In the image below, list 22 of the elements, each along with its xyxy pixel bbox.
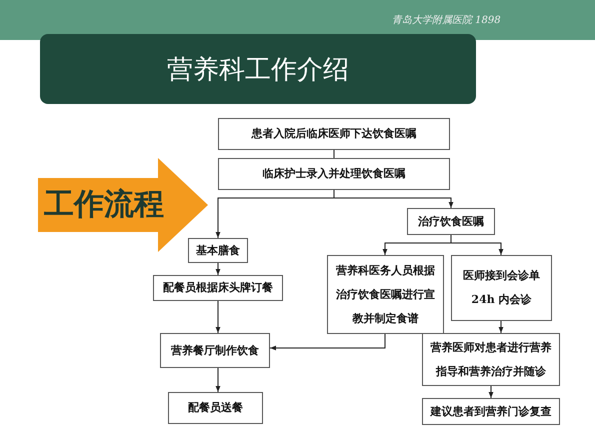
process-box: 治疗饮食医嘱 xyxy=(407,208,495,235)
process-box: 建议患者到营养门诊复查 xyxy=(422,398,560,425)
hospital-name: 青岛大学附属医院 1898 xyxy=(392,14,501,27)
process-box: 营养医师对患者进行营养指导和营养治疗并随诊 xyxy=(422,333,560,386)
arrow xyxy=(216,262,220,276)
arrow-label: 工作流程 xyxy=(44,186,164,224)
process-box: 配餐员送餐 xyxy=(168,392,263,424)
arrow xyxy=(216,368,220,392)
arrow xyxy=(488,386,494,398)
process-box: 医师接到会诊单 24h 内会诊 xyxy=(451,255,552,321)
arrow xyxy=(270,334,386,350)
title-banner: 营养科工作介绍 xyxy=(40,34,476,104)
process-box: 临床护士录入并处理饮食医嘱 xyxy=(218,158,450,190)
process-box: 基本膳食 xyxy=(188,238,248,263)
process-box: 患者入院后临床医师下达饮食医嘱 xyxy=(218,118,450,150)
arrow xyxy=(334,190,454,208)
arrow xyxy=(450,234,504,256)
arrow xyxy=(498,320,504,334)
process-box: 营养科医务人员根据治疗饮食医嘱进行宣教并制定食谱 xyxy=(327,255,444,334)
arrow xyxy=(216,300,220,334)
process-box: 营养餐厅制作饮食 xyxy=(160,333,270,368)
process-box: 配餐员根据床头牌订餐 xyxy=(153,275,283,301)
